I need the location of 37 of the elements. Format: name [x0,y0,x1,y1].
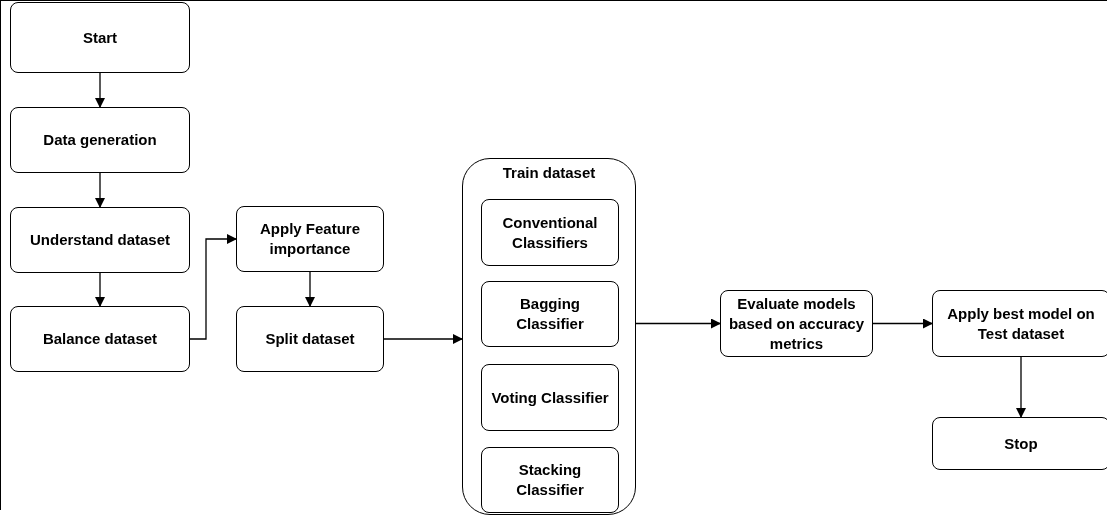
step-label: Data generation [43,130,157,150]
process-box [720,290,873,357]
process-box [481,364,619,431]
step-label: Conventional Classifiers [501,212,599,253]
step-label: Stop [1004,433,1038,454]
step-label: Stacking Classifier [515,460,585,500]
arrow [383,334,463,344]
process-box [10,107,190,173]
process-box [10,306,190,372]
process-box [932,290,1107,357]
step-label: Evaluate models based on accuracy metrics [727,293,866,354]
process-box [932,417,1107,470]
arrow [1016,356,1026,418]
arrow [305,271,315,307]
step-label: Understand dataset [29,230,170,250]
arrow [95,272,105,307]
arrow [635,318,721,329]
step-label: Apply Feature importance [259,219,361,259]
group-box [462,158,636,515]
process-box [236,306,384,372]
step-label: Balance dataset [42,329,158,349]
arrow [95,172,105,208]
arrow [95,72,105,108]
step-label: Start [82,27,118,48]
process-box [10,207,190,273]
process-box [481,447,619,513]
process-box [236,206,384,272]
step-label: Apply best model on Test dataset [946,303,1096,344]
process-box [481,281,619,347]
process-box [481,199,619,266]
process-box [10,2,190,73]
step-label: Voting Classifier [491,387,609,408]
arrow [189,234,237,340]
arrow [872,318,933,329]
step-label: Split dataset [265,329,355,349]
step-label: Bagging Classifier [515,294,585,334]
group-title: Train dataset [501,163,597,183]
